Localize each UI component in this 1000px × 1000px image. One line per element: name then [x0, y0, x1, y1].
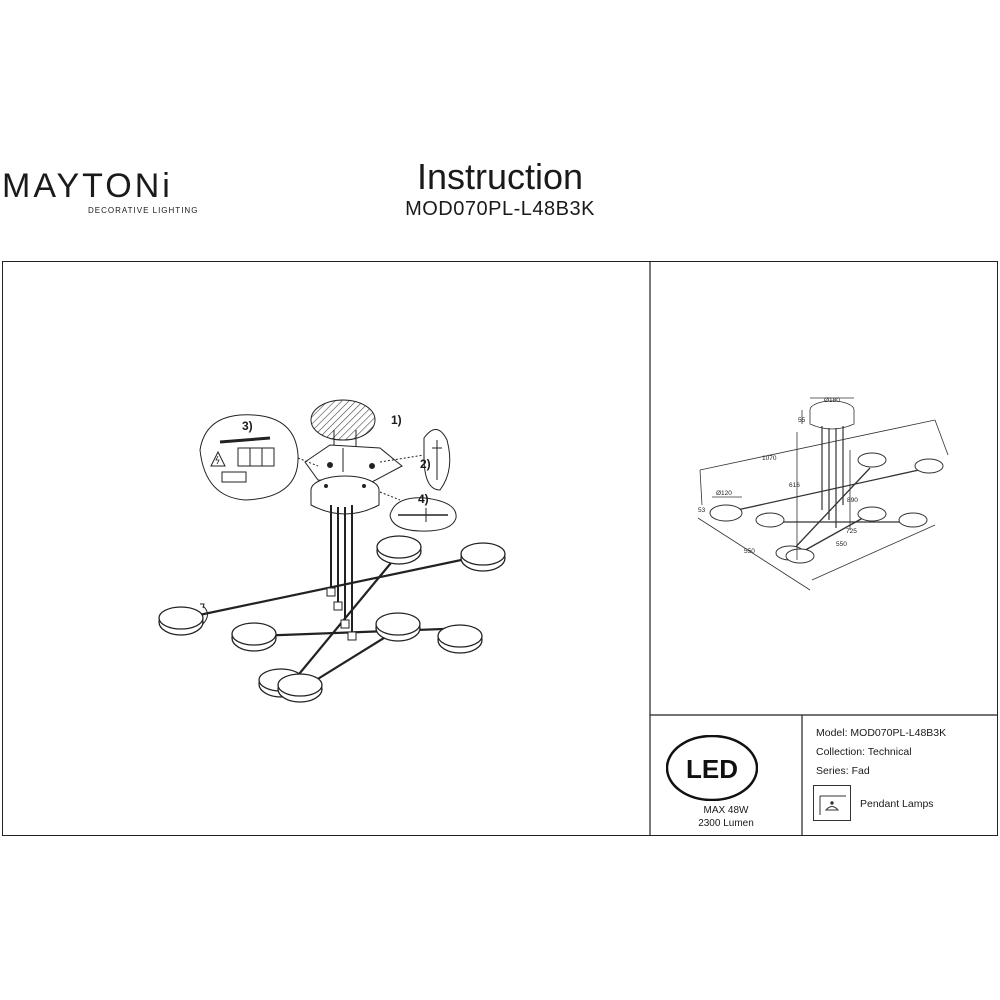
arm-upper — [184, 553, 486, 620]
product-model: Model: MOD070PL-L48B3K — [816, 727, 947, 739]
installation-drawing — [158, 399, 506, 703]
dim-total-width: 1070 — [762, 455, 777, 462]
arm-middle — [254, 626, 471, 638]
dim-depth-left: 550 — [744, 548, 755, 555]
step-3-label: 3) — [242, 419, 253, 433]
dim-disc-thickness: 53 — [698, 507, 706, 514]
arm-diagonal — [289, 551, 401, 686]
max-power: MAX 48W — [703, 805, 749, 816]
lamp-type-label: Pendant Lamps — [860, 798, 934, 810]
brand-tagline: DECORATIVE LIGHTING — [88, 206, 199, 215]
product-series: Series: Fad — [816, 765, 870, 777]
power-specs: MAX 48W 2300 Lumen — [652, 804, 800, 830]
pendant-lamp-icon — [819, 795, 846, 815]
step-1-label: 1) — [391, 413, 402, 427]
luminous-flux: 2300 Lumen — [698, 818, 754, 829]
ceiling-plate — [310, 399, 376, 441]
page-title: Instruction — [416, 156, 584, 197]
model-code-heading: MOD070PL-L48B3K — [405, 198, 595, 220]
led-icon: LED — [666, 735, 758, 801]
brand-name: MAYTONi — [2, 167, 173, 205]
dim-canopy-height: 55 — [798, 417, 806, 424]
instruction-frame — [2, 261, 998, 836]
lamp-type-box — [813, 785, 851, 821]
led-icon-label: LED — [686, 754, 738, 784]
product-collection: Collection: Technical — [816, 746, 912, 758]
warning-icon — [210, 450, 226, 467]
dim-depth-right: 550 — [836, 541, 847, 548]
step-4-label: 4) — [418, 492, 429, 506]
step-2-label: 2) — [420, 457, 431, 471]
dimension-drawing — [697, 397, 949, 591]
dim-disc-diameter: Ø120 — [716, 490, 732, 497]
mounting-bracket — [304, 444, 403, 483]
dim-lower-height: 890 — [847, 497, 858, 504]
dim-drop-height: 616 — [789, 482, 800, 489]
dim-arm-length: 725 — [846, 528, 857, 535]
dim-canopy-diameter: Ø180 — [824, 397, 840, 404]
brand-logo: MAYTONi DECORATIVE LIGHTING — [2, 167, 197, 215]
